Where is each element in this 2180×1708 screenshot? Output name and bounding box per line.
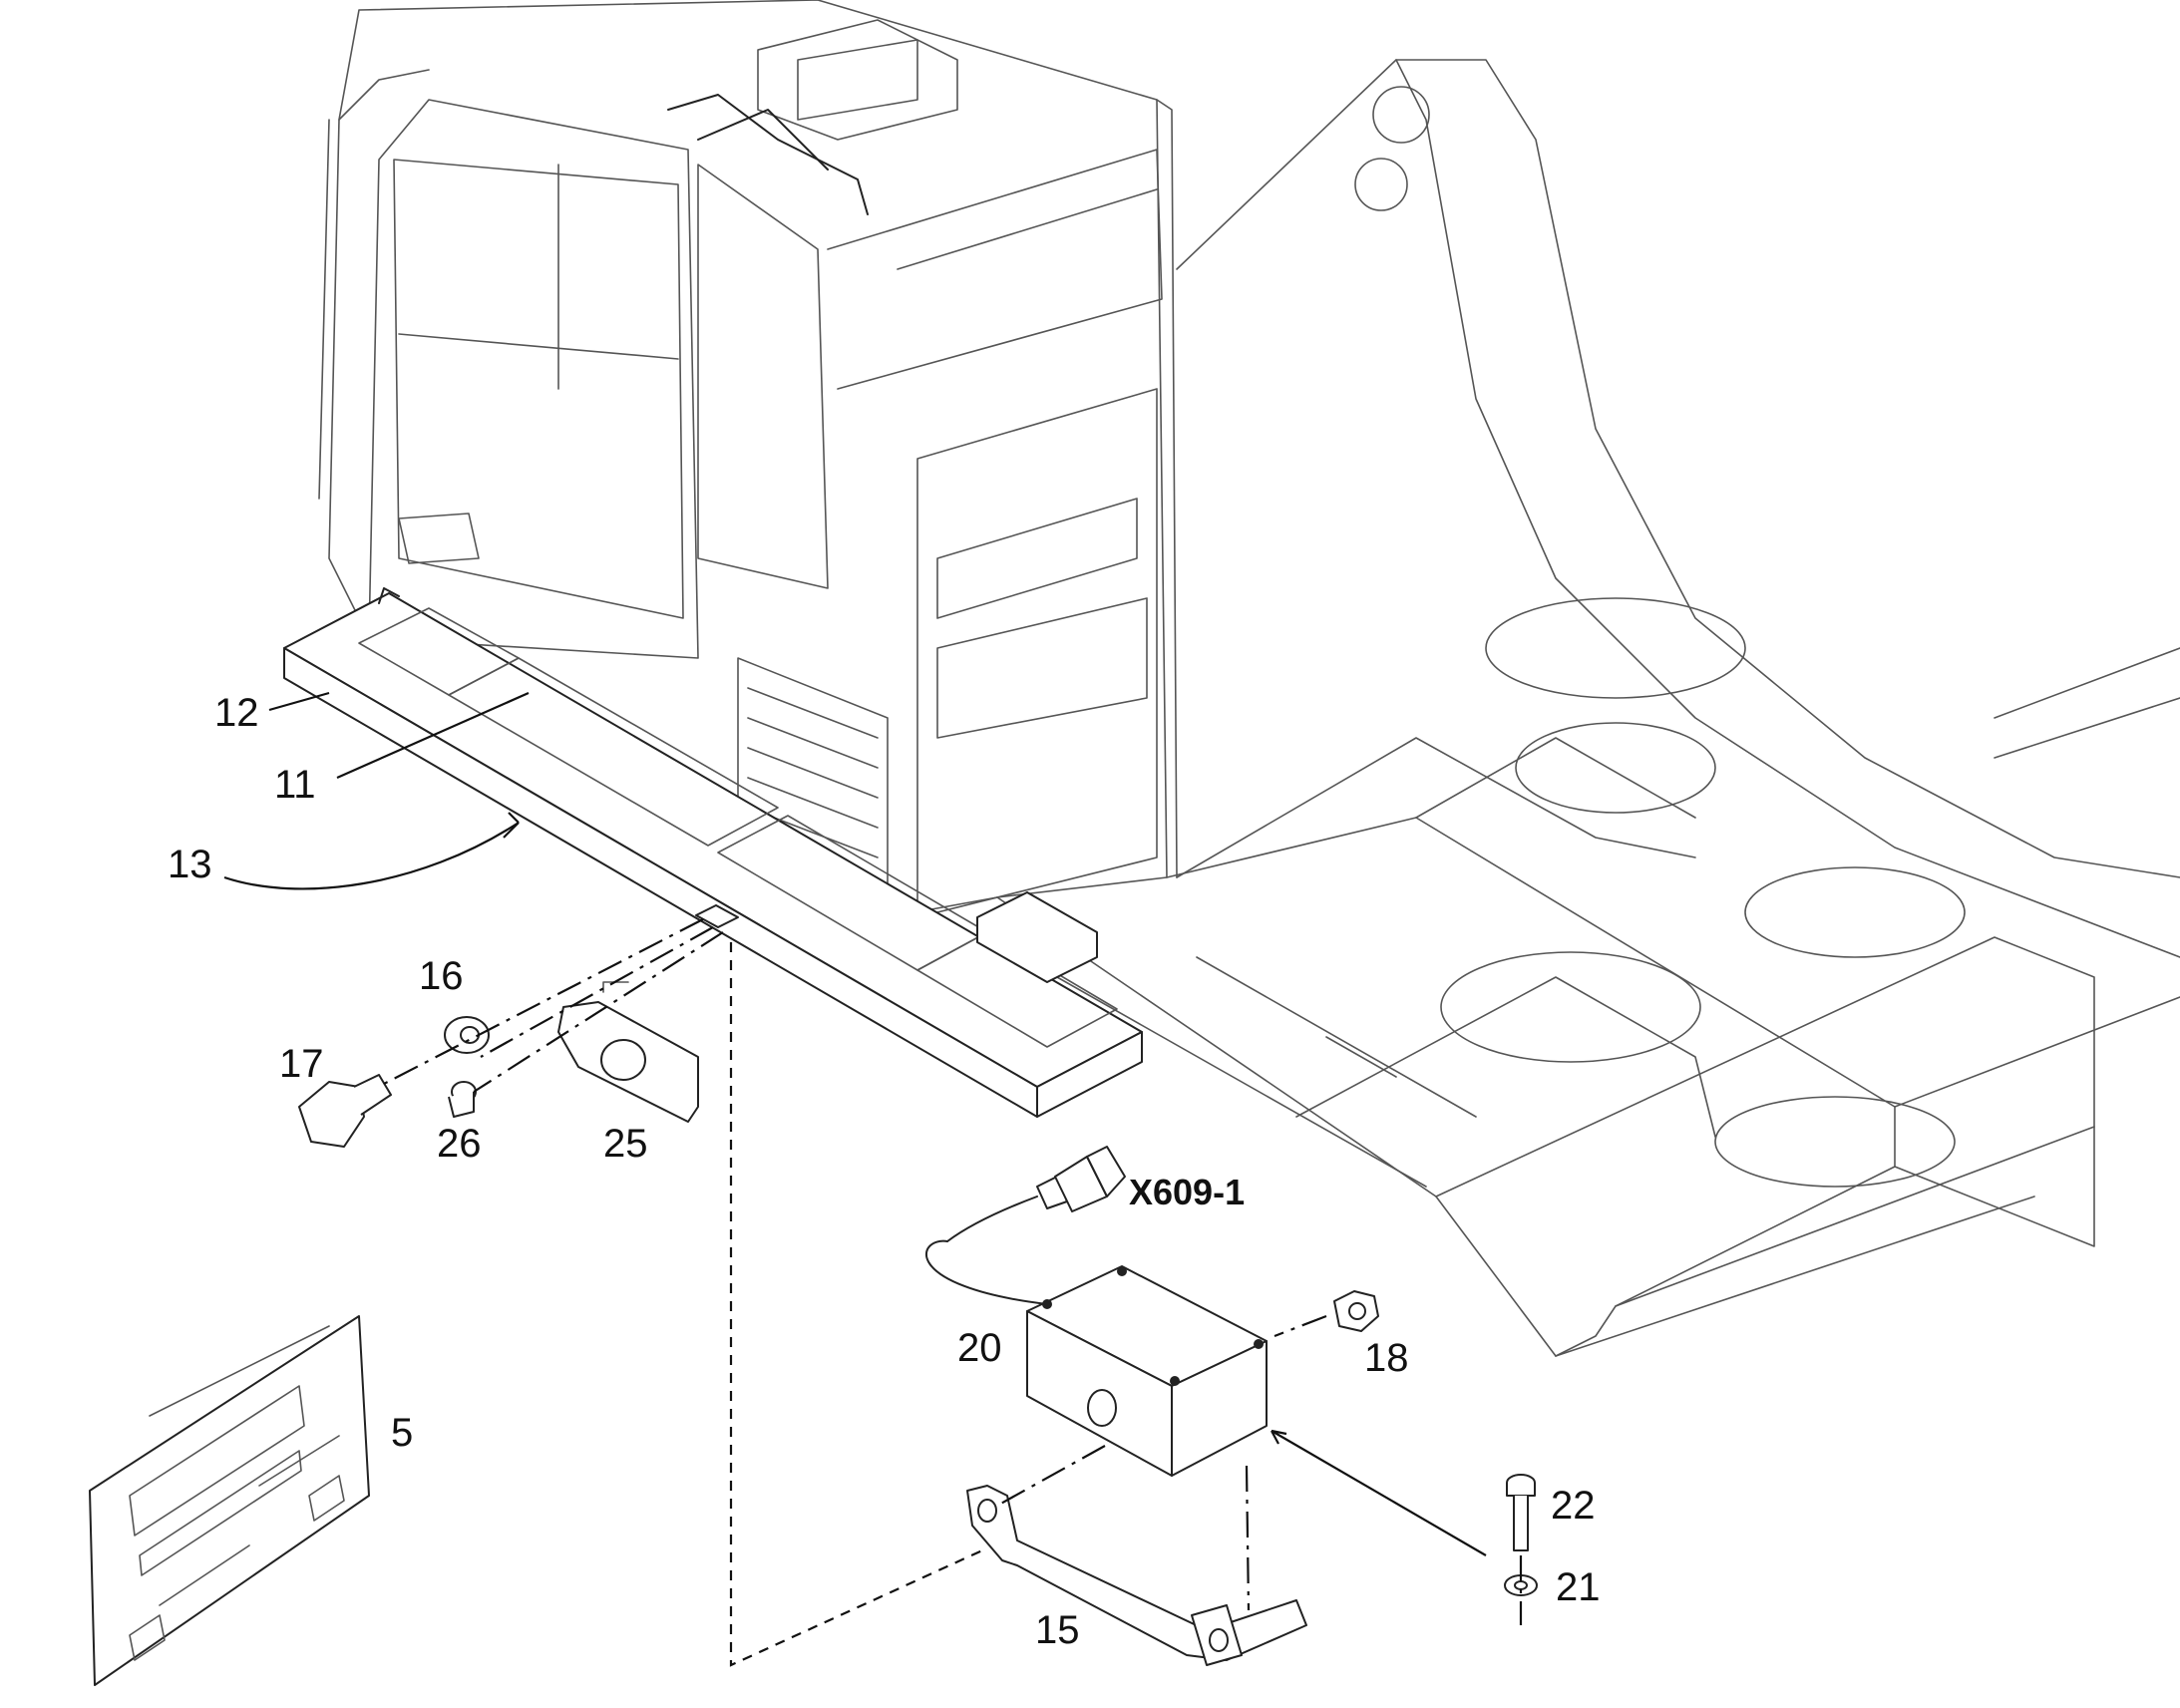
assembly-lines [381, 918, 1523, 1667]
connector-x609-1 [1054, 1146, 1126, 1212]
callout-5: 5 [391, 1411, 413, 1455]
bracket-15 [966, 1485, 1307, 1666]
nut-18 [1333, 1290, 1379, 1332]
callout-12: 12 [214, 691, 259, 735]
callout-11: 11 [274, 763, 316, 807]
machine-frame [996, 59, 2180, 1357]
step-assembly [283, 587, 1143, 1118]
callout-16: 16 [419, 954, 464, 998]
connector-label-x609-1: X609-1 [1129, 1172, 1245, 1212]
callout-labels: 12 11 13 16 17 26 25 X609-1 20 18 5 22 2… [168, 691, 1601, 1652]
washer-16 [444, 1016, 490, 1054]
callout-20: 20 [957, 1326, 1002, 1370]
circuit-board-5 [89, 1315, 370, 1686]
callout-15: 15 [1035, 1608, 1080, 1652]
control-box-20 [1026, 1265, 1268, 1477]
leader-lines [223, 691, 1487, 1556]
callout-17: 17 [279, 1042, 324, 1086]
operator-cab [318, 0, 1178, 918]
screw-22 [1506, 1474, 1536, 1551]
callout-25: 25 [603, 1122, 648, 1166]
pin-26 [448, 1081, 477, 1118]
cable-harness [924, 1176, 1068, 1305]
callout-22: 22 [1551, 1484, 1596, 1528]
plate-25 [557, 981, 699, 1123]
bolt-17 [298, 1074, 392, 1148]
callout-18: 18 [1364, 1336, 1409, 1380]
callout-21: 21 [1556, 1565, 1601, 1609]
callout-13: 13 [168, 843, 212, 886]
callout-26: 26 [437, 1122, 482, 1166]
